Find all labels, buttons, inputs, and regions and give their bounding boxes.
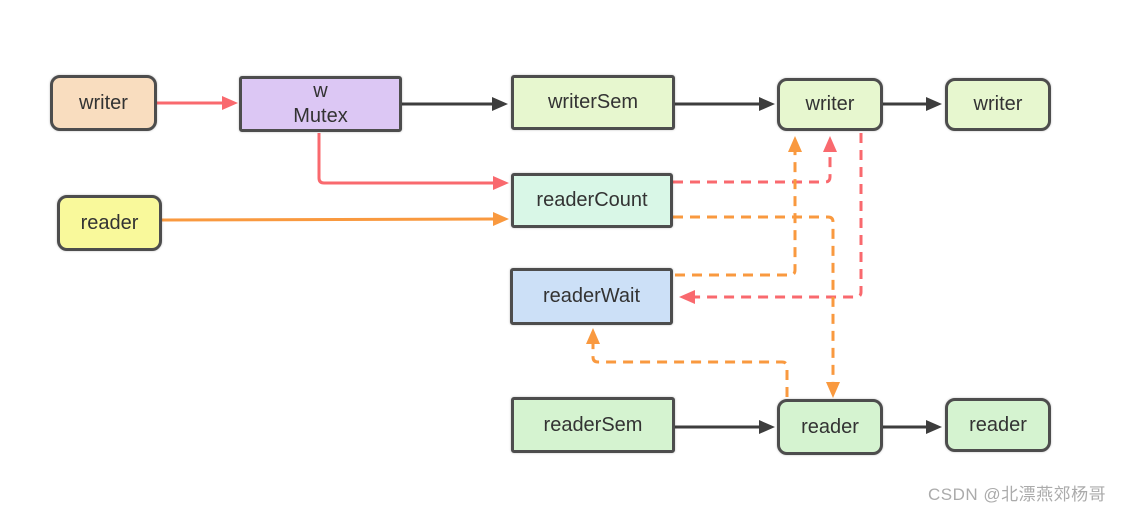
node-w-mutex: w Mutex <box>239 76 402 132</box>
node-reader-queue-2-label: reader <box>969 413 1027 436</box>
edge-writerqueue-to-readerwait <box>679 133 863 304</box>
edge-readerqueue-to-readerwait <box>586 328 789 397</box>
node-readersem-label: readerSem <box>543 413 643 436</box>
node-w-mutex-line2: Mutex <box>293 105 348 127</box>
node-writersem: writerSem <box>511 75 675 130</box>
node-writer-queue-1: writer <box>777 78 883 131</box>
node-writersem-label: writerSem <box>547 91 638 113</box>
node-readersem: readerSem <box>511 397 675 453</box>
node-reader-queue-1-label: reader <box>801 415 859 438</box>
node-writer-queue-2-label: writer <box>973 93 1023 115</box>
node-writer-source-label: writer <box>79 91 128 114</box>
node-reader-source-label: reader <box>80 211 139 234</box>
node-readerwait: readerWait <box>510 268 673 325</box>
node-writer-queue-1-label: writer <box>805 93 855 115</box>
node-readercount-label: readerCount <box>536 189 648 211</box>
edge-reader-to-readercount <box>161 212 509 227</box>
node-readerwait-label: readerWait <box>542 285 641 307</box>
node-reader-queue-1: reader <box>777 399 883 455</box>
node-reader-queue-2: reader <box>945 398 1051 452</box>
node-readercount: readerCount <box>511 173 673 228</box>
node-writer-source: writer <box>50 75 157 131</box>
node-w-mutex-line1: w <box>313 80 328 102</box>
edge-readercount-to-readerqueue <box>673 215 840 398</box>
edge-readerwait-to-writerqueue <box>675 136 802 277</box>
edge-mutex-to-readercount <box>317 133 509 190</box>
edge-readercount-to-writerqueue <box>673 136 837 184</box>
node-reader-source: reader <box>57 195 162 251</box>
node-writer-queue-2: writer <box>945 78 1051 131</box>
csdn-watermark: CSDN @北漂燕郊杨哥 <box>928 485 1107 504</box>
